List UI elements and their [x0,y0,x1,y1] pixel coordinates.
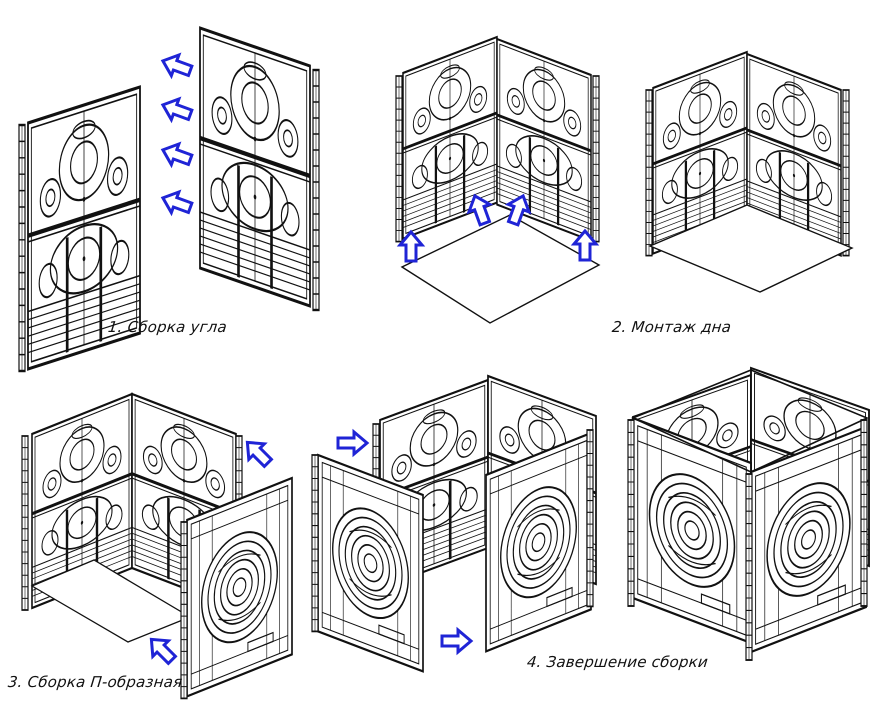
wall-panel-right [200,28,310,306]
panel-rib-left [17,123,27,373]
step-3-illustration [21,392,294,700]
bottom-plate [400,214,601,324]
step-2b-illustration [645,50,854,293]
arrow-icon [336,430,369,456]
step-2-caption: 2. Монтаж дна [611,318,733,336]
arrow-icon [157,186,196,220]
step-4b-illustration [627,366,871,661]
arrow-icon [157,138,196,172]
arrow-icon [440,628,473,654]
panel-rib-right [311,68,321,312]
bottom-plate [648,204,854,293]
step-4-caption: 4. Завершение сборки [526,653,709,671]
step-2a-illustration [395,35,601,324]
step-3-caption: 3. Сборка П-образная [7,673,184,691]
arrow-icon [157,93,196,127]
arrow-icon [238,433,278,473]
step-1-caption: 1. Сборка угла [107,318,228,336]
step-4a-illustration [311,374,598,673]
arrow-icon [142,630,182,670]
arrow-icon [157,49,196,83]
